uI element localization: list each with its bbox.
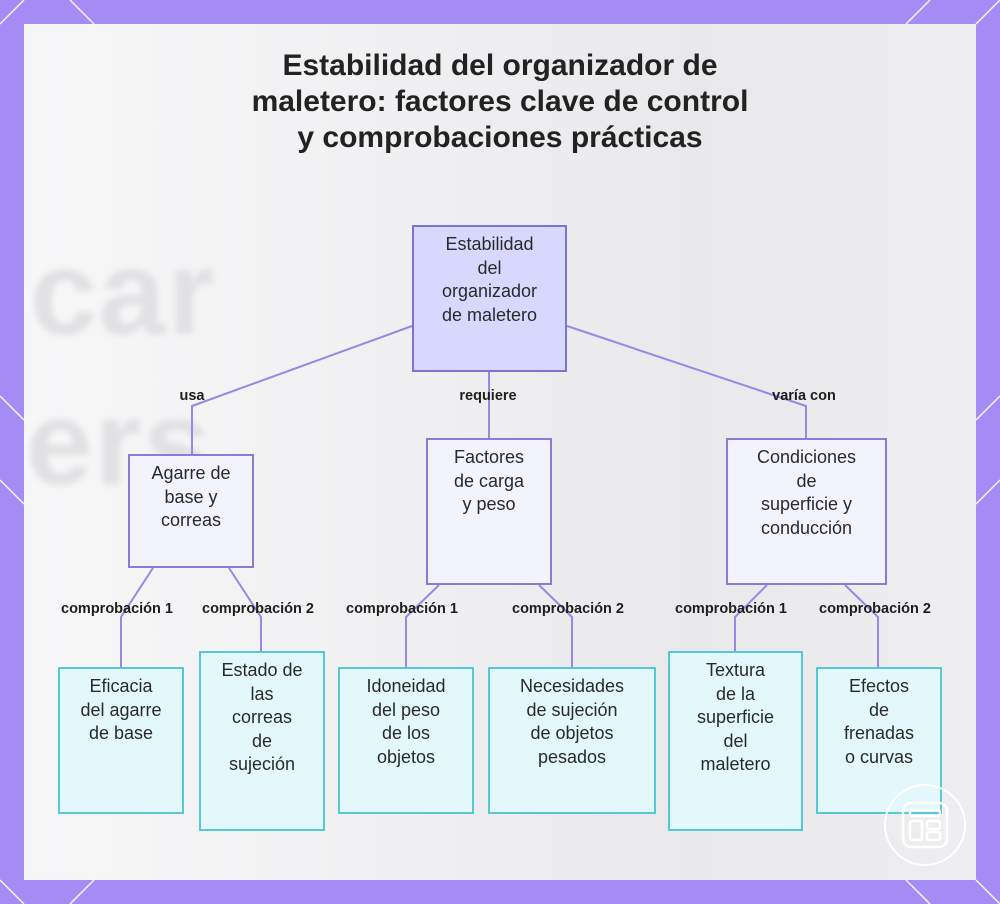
- node-agarre: Agarre de base y correas: [128, 454, 254, 568]
- edge-condiciones-c2: [845, 585, 878, 667]
- node-text: Agarre de: [151, 462, 230, 486]
- node-text: Textura: [697, 659, 774, 683]
- edge-label-requiere: requiere: [459, 387, 516, 405]
- node-text: Necesidades: [520, 675, 624, 699]
- node-text: de base: [80, 722, 161, 746]
- node-text: de carga: [454, 470, 524, 494]
- node-text: Estabilidad: [442, 233, 537, 257]
- edge-usa: [192, 326, 412, 454]
- node-text: de: [844, 699, 914, 723]
- node-text: Efectos: [844, 675, 914, 699]
- node-idoneidad: Idoneidad del peso de los objetos: [338, 667, 474, 814]
- node-text: del peso: [366, 699, 445, 723]
- edge-label-agarre-c1: comprobación 1: [61, 600, 173, 618]
- node-text: Condiciones: [757, 446, 856, 470]
- node-text: base y: [151, 486, 230, 510]
- node-factores: Factores de carga y peso: [426, 438, 552, 585]
- node-text: frenadas: [844, 722, 914, 746]
- node-text: conducción: [757, 517, 856, 541]
- node-text: correas: [221, 706, 302, 730]
- node-text: de la: [697, 683, 774, 707]
- node-estabilidad: Estabilidad del organizador de maletero: [412, 225, 567, 372]
- node-eficacia: Eficacia del agarre de base: [58, 667, 184, 814]
- node-text: maletero: [697, 753, 774, 777]
- node-text: de: [221, 730, 302, 754]
- node-text: pesados: [520, 746, 624, 770]
- node-text: Factores: [454, 446, 524, 470]
- edge-label-condiciones-c2: comprobación 2: [819, 600, 931, 618]
- node-text: de: [757, 470, 856, 494]
- edge-label-varia-con: varía con: [772, 387, 836, 405]
- node-text: correas: [151, 509, 230, 533]
- node-text: y peso: [454, 493, 524, 517]
- node-estado: Estado de las correas de sujeción: [199, 651, 325, 831]
- node-text: de maletero: [442, 304, 537, 328]
- edge-label-factores-c2: comprobación 2: [512, 600, 624, 618]
- node-text: del: [697, 730, 774, 754]
- app-badge: [884, 784, 966, 866]
- node-textura: Textura de la superficie del maletero: [668, 651, 803, 831]
- node-text: o curvas: [844, 746, 914, 770]
- node-text: objetos: [366, 746, 445, 770]
- edge-varia-con: [567, 326, 806, 438]
- edge-label-usa: usa: [180, 387, 205, 405]
- edge-factores-c2: [539, 585, 572, 667]
- node-text: Estado de: [221, 659, 302, 683]
- node-text: las: [221, 683, 302, 707]
- node-text: sujeción: [221, 753, 302, 777]
- edge-label-factores-c1: comprobación 1: [346, 600, 458, 618]
- node-text: Eficacia: [80, 675, 161, 699]
- node-text: organizador: [442, 280, 537, 304]
- node-text: del: [442, 257, 537, 281]
- node-text: Idoneidad: [366, 675, 445, 699]
- edge-label-agarre-c2: comprobación 2: [202, 600, 314, 618]
- node-text: del agarre: [80, 699, 161, 723]
- node-necesidades: Necesidades de sujeción de objetos pesad…: [488, 667, 656, 814]
- edge-factores-c1: [406, 585, 439, 667]
- edge-label-condiciones-c1: comprobación 1: [675, 600, 787, 618]
- layout-grid-icon: [899, 799, 951, 851]
- node-condiciones: Condiciones de superficie y conducción: [726, 438, 887, 585]
- node-text: de objetos: [520, 722, 624, 746]
- node-text: superficie: [697, 706, 774, 730]
- node-text: superficie y: [757, 493, 856, 517]
- node-text: de los: [366, 722, 445, 746]
- node-text: de sujeción: [520, 699, 624, 723]
- edge-condiciones-c1: [735, 585, 767, 651]
